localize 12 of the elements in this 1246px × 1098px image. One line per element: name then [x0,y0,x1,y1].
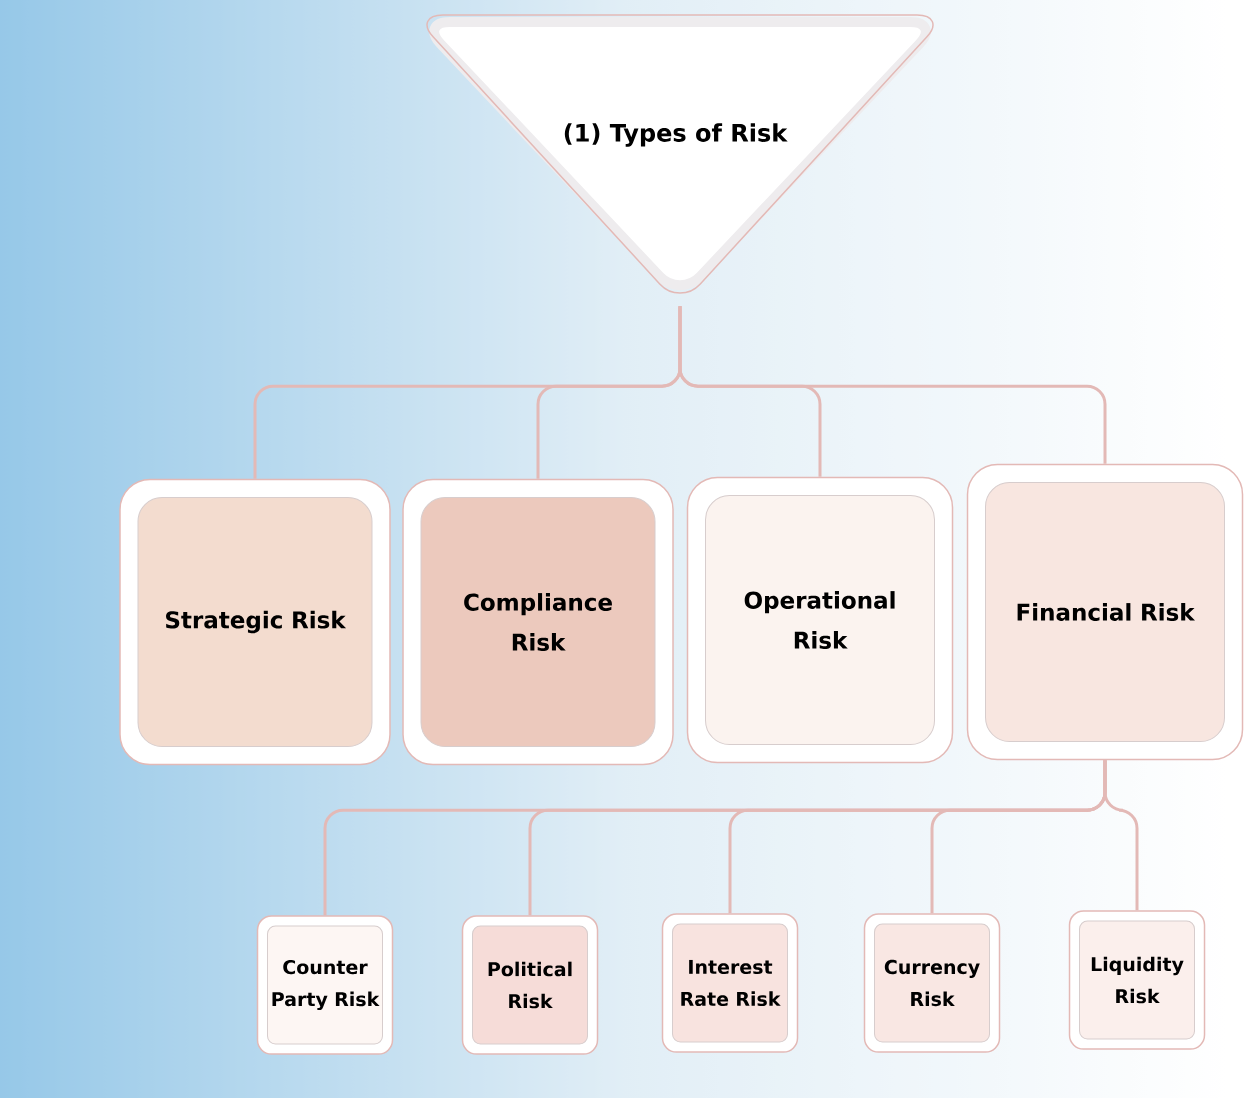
risk-box: Compliance Risk [402,478,674,766]
title-triangle: (1) Types of Risk [426,14,934,294]
risk-box: Financial Risk [966,463,1244,761]
sub-risk-box: Liquidity Risk [1068,910,1206,1050]
connector-line [1103,760,1139,911]
connector-line [678,306,1107,464]
risk-box: Operational Risk [686,476,954,764]
sub-risk-box: Interest Rate Risk [661,913,799,1053]
sub-risk-box: Political Risk [461,915,599,1055]
sub-risk-box: Counter Party Risk [256,915,394,1055]
sub-risk-box: Currency Risk [863,913,1001,1053]
risk-box: Strategic Risk [119,478,391,766]
